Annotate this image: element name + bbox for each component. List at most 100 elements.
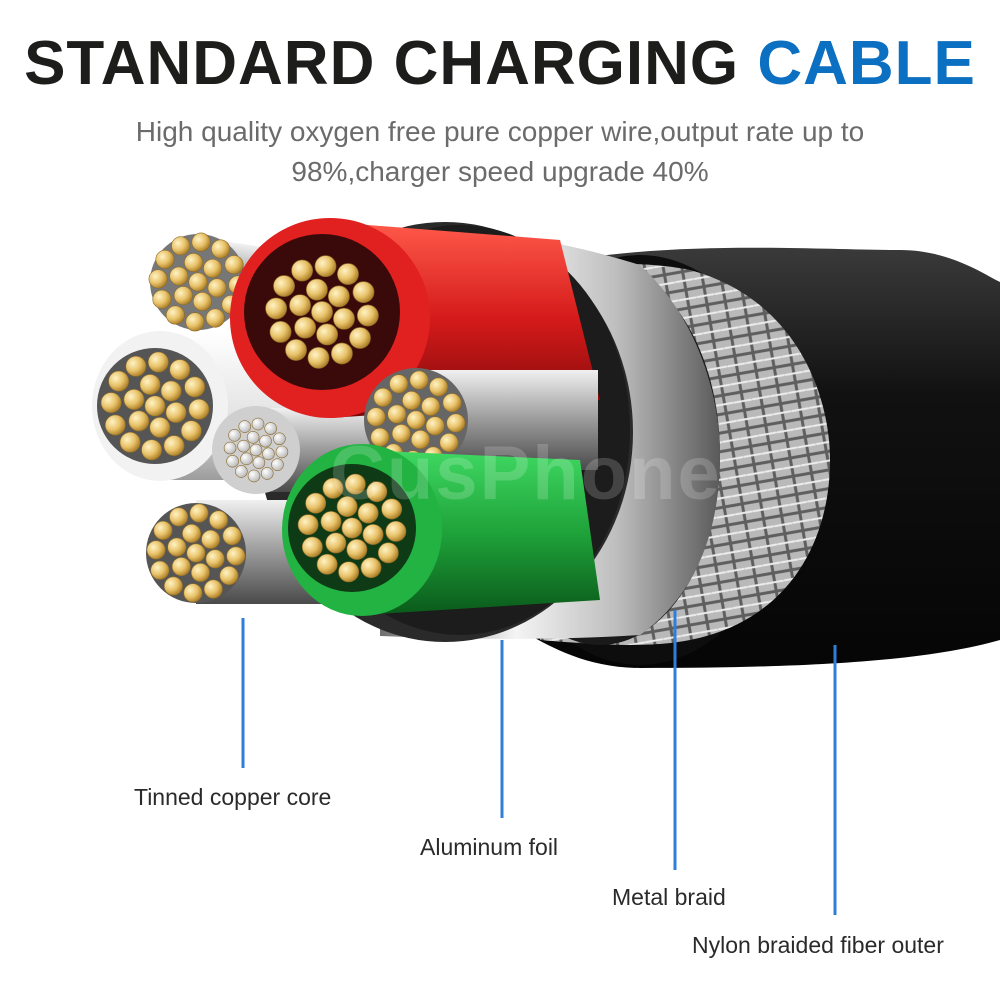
strand xyxy=(307,346,330,369)
strand xyxy=(289,294,311,317)
strand xyxy=(409,370,429,390)
strand xyxy=(429,377,449,397)
strand xyxy=(252,456,266,469)
strand xyxy=(182,523,202,543)
strand xyxy=(381,498,403,520)
strand xyxy=(153,520,173,540)
strand xyxy=(150,560,170,580)
strand xyxy=(273,275,295,297)
strand xyxy=(203,258,223,278)
strand xyxy=(273,432,286,446)
strand xyxy=(155,249,175,269)
strand xyxy=(205,308,225,328)
strand xyxy=(439,433,459,453)
strand xyxy=(366,481,388,503)
strand xyxy=(152,289,172,309)
green-wire xyxy=(282,444,600,616)
strand xyxy=(402,390,422,410)
strand xyxy=(128,410,150,432)
cable-illustration xyxy=(92,218,1000,915)
strand xyxy=(311,301,333,323)
strand xyxy=(306,278,328,301)
strand xyxy=(139,374,161,395)
strand xyxy=(163,576,183,596)
strand xyxy=(391,424,411,444)
strand xyxy=(316,323,338,346)
strand xyxy=(301,536,323,558)
strand xyxy=(387,404,407,424)
strand xyxy=(184,252,204,272)
strand xyxy=(356,304,379,327)
strand xyxy=(362,524,384,545)
page-title: STANDARD CHARGING CABLE xyxy=(0,28,1000,99)
strand xyxy=(238,420,252,433)
strand xyxy=(186,543,206,563)
strand xyxy=(171,236,191,256)
strand xyxy=(211,239,231,259)
strand xyxy=(259,434,272,448)
strand xyxy=(297,514,319,536)
label-aluminum-foil: Aluminum foil xyxy=(420,834,559,860)
strand xyxy=(108,370,130,392)
strand xyxy=(224,255,244,275)
strand xyxy=(385,520,407,542)
strand xyxy=(322,477,344,499)
strand xyxy=(246,431,260,444)
title-main: STANDARD CHARGING xyxy=(24,29,740,98)
strand xyxy=(275,445,289,459)
strand xyxy=(188,398,210,420)
strand xyxy=(247,469,261,483)
strand xyxy=(251,417,265,431)
strand xyxy=(167,537,187,557)
strand xyxy=(149,417,171,438)
strand xyxy=(325,532,347,554)
strand xyxy=(237,439,250,453)
strand xyxy=(344,473,366,495)
strand xyxy=(336,496,358,517)
strand xyxy=(337,263,359,285)
strand xyxy=(165,305,185,325)
strand xyxy=(188,272,208,292)
strand xyxy=(171,557,191,577)
strand xyxy=(100,392,122,414)
strand xyxy=(223,441,237,455)
strand xyxy=(442,393,462,413)
strand xyxy=(125,355,147,377)
strand xyxy=(123,389,145,410)
strand xyxy=(333,307,355,330)
strand xyxy=(406,410,426,430)
strand xyxy=(305,492,327,514)
strand xyxy=(338,561,360,583)
strand xyxy=(141,439,163,461)
strand xyxy=(265,297,288,320)
strand xyxy=(410,430,430,450)
strand xyxy=(160,380,182,402)
strand xyxy=(192,292,212,312)
strand xyxy=(360,557,382,579)
strand xyxy=(207,278,227,298)
strand xyxy=(219,566,239,586)
strand xyxy=(377,542,399,564)
strand xyxy=(264,422,277,435)
strand xyxy=(209,510,229,530)
title-accent: CABLE xyxy=(757,29,976,98)
strand xyxy=(425,416,445,436)
strand xyxy=(226,546,246,566)
label-metal-braid: Metal braid xyxy=(612,884,726,910)
strand xyxy=(346,539,368,560)
strand xyxy=(327,285,350,308)
strand xyxy=(144,395,166,417)
strand xyxy=(357,502,379,524)
strand xyxy=(169,507,189,527)
strand xyxy=(148,269,168,289)
strand xyxy=(240,452,253,466)
red-wire xyxy=(230,218,600,418)
strand xyxy=(163,435,185,457)
subtitle: High quality oxygen free pure copper wir… xyxy=(135,116,865,187)
strand xyxy=(314,255,337,278)
strand xyxy=(203,579,223,599)
strand xyxy=(349,327,371,349)
strand xyxy=(341,517,363,539)
label-nylon-braided-outer: Nylon braided fiber outer xyxy=(692,932,944,958)
strand xyxy=(320,511,342,532)
